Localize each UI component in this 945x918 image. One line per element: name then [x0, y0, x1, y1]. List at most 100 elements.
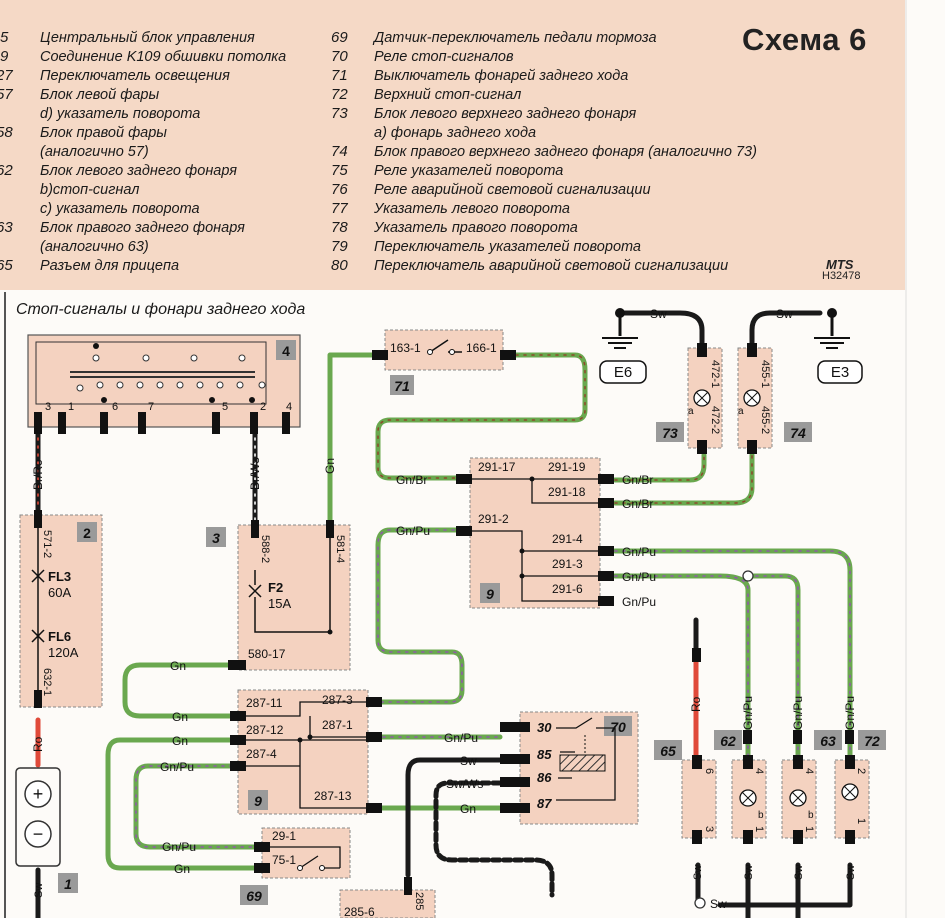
- pin-label: 4: [753, 768, 765, 774]
- ground-label: E3: [831, 364, 849, 381]
- block-73-left-upper-rear-light: 472-1 472-2 a 73: [656, 343, 723, 454]
- block-number: 69: [246, 888, 262, 904]
- block-number-badge: [390, 375, 414, 395]
- wire-gn-pu-291-3b: [745, 573, 801, 763]
- wire-label: Ro: [689, 696, 703, 712]
- wire-label: Gn: [170, 659, 186, 673]
- block-number: 73: [662, 425, 678, 441]
- wire-sw-ground: [695, 862, 853, 918]
- block-285-partial: 285-6 285: [339, 877, 436, 918]
- wire-label: Gn/Pu: [791, 696, 805, 730]
- pin-label: 287-12: [246, 723, 284, 737]
- pin-label: 291-3: [552, 557, 583, 571]
- legend-left-num: 5: [0, 29, 9, 46]
- wire-sw-e3: [749, 310, 823, 351]
- section-title: Стоп-сигналы и фонари заднего хода: [16, 301, 306, 318]
- plus-terminal-icon: [24, 780, 52, 808]
- legend-left-num: 9: [0, 48, 9, 65]
- legend-left-text: b)стоп-сигнал: [40, 182, 140, 198]
- pin-label: 4: [803, 768, 815, 774]
- wire-label: Gn/Pu: [622, 545, 656, 559]
- block-number-badge: [656, 422, 684, 442]
- block-9-k109-bottom: 287-11 287-3 287-12 287-1 287-4 287-13 9: [230, 689, 382, 815]
- block-number: 1: [64, 876, 72, 892]
- legend-left-text: Блок левой фары: [40, 87, 160, 103]
- pin-label: 87: [537, 796, 552, 811]
- block-1-battery: + − 1: [15, 767, 78, 893]
- ground-e3: E3: [814, 308, 863, 384]
- pin-label: 291-6: [552, 582, 583, 596]
- splice-point: [742, 570, 754, 582]
- wire-label: Gn/Pu: [160, 760, 194, 774]
- wire-label: Gn: [172, 734, 188, 748]
- legend-right-num: 72: [331, 86, 348, 103]
- block-number-badge: [248, 790, 268, 810]
- plus-sign: +: [33, 784, 44, 804]
- pin-label: 30: [537, 720, 552, 735]
- legend-right-text: Блок правого верхнего заднего фонаря (ан…: [374, 144, 757, 160]
- block-2-fuse-box: 2 571-2 FL3 60A FL6 120A 632-1: [19, 510, 103, 708]
- pin-label: 632-1: [41, 668, 53, 696]
- pin-label: 571-2: [41, 530, 53, 558]
- pin-label: 29-1: [272, 829, 296, 843]
- wire-label: Gn/Pu: [162, 840, 196, 854]
- block-number: 9: [254, 793, 262, 809]
- scheme-title: Схема 6: [742, 22, 867, 57]
- fuse-symbol: [31, 629, 45, 643]
- legend-left-text: c) указатель поворота: [40, 201, 200, 217]
- legend-left-num: 65: [0, 257, 13, 274]
- block-number-badge: [58, 873, 78, 893]
- legend-right-num: 75: [331, 162, 348, 179]
- wire-label: Ro: [31, 736, 45, 752]
- wire-label: Gn/Br: [622, 473, 653, 487]
- wire-gn-580: [122, 662, 238, 719]
- pin-label: 75-1: [272, 853, 296, 867]
- legend-left-text: Блок правого заднего фонаря: [40, 220, 245, 236]
- legend-right-text: Переключатель указателей поворота: [374, 239, 641, 255]
- legend-right-text: Реле указателей поворота: [374, 163, 564, 179]
- fuse-symbol: [31, 569, 45, 583]
- pin-label: 3: [703, 826, 715, 832]
- pin-label: 291-4: [552, 532, 583, 546]
- legend-right-text: Выключатель фонарей заднего хода: [374, 68, 629, 84]
- lamp-sub-label: b: [808, 810, 814, 821]
- ground-label: E6: [614, 364, 632, 381]
- wire-label: Sw/Ws: [446, 777, 483, 791]
- legend-right-text: Переключатель аварийной световой сигнали…: [374, 258, 729, 274]
- legend-right-text: Реле стоп-сигналов: [374, 49, 514, 65]
- block-65-trailer-socket: 6 3 65: [654, 740, 717, 844]
- legend-panel: Схема 6 MTS H32478 5 Центральный блок уп…: [0, 0, 905, 290]
- pin-label: 1: [803, 826, 815, 832]
- legend-left-text: (аналогично 63): [40, 239, 149, 255]
- legend-right-text: Указатель левого поворота: [374, 201, 570, 217]
- fuse-rating: 15A: [268, 596, 291, 611]
- pin-label: 285-6: [344, 905, 375, 918]
- wire-label: Gn/Pu: [843, 696, 857, 730]
- wire-gn-287-12: [105, 737, 265, 871]
- wire-label: Sw: [793, 865, 805, 880]
- publisher-brand: MTS: [826, 257, 854, 272]
- block-number-badge: [858, 730, 886, 750]
- pin-label: 291-19: [548, 460, 586, 474]
- wire-label: Gn/Pu: [444, 731, 478, 745]
- pin-label: 472-1: [709, 360, 721, 388]
- pin-label: 86: [537, 770, 552, 785]
- wire-label: Gn/Pu: [396, 524, 430, 538]
- splice-point: [694, 897, 706, 909]
- fuse-rating: 60A: [48, 585, 71, 600]
- legend-right-num: 70: [331, 48, 348, 65]
- block-number: 70: [610, 719, 626, 735]
- wire-label: Br/Ro: [31, 459, 45, 490]
- fuse-label: F2: [268, 580, 283, 595]
- block-number: 74: [790, 425, 806, 441]
- pin-label: 291-2: [478, 512, 509, 526]
- legend-left-text: (аналогично 57): [40, 144, 149, 160]
- block-number-badge: [714, 730, 742, 750]
- block-number-badge: [784, 422, 812, 442]
- pin-label: 1: [753, 826, 765, 832]
- lamp-sub-label: b: [758, 810, 764, 821]
- wire-label: Sw: [33, 883, 45, 898]
- pin-label: 287-11: [246, 696, 283, 710]
- minus-sign: −: [33, 824, 44, 844]
